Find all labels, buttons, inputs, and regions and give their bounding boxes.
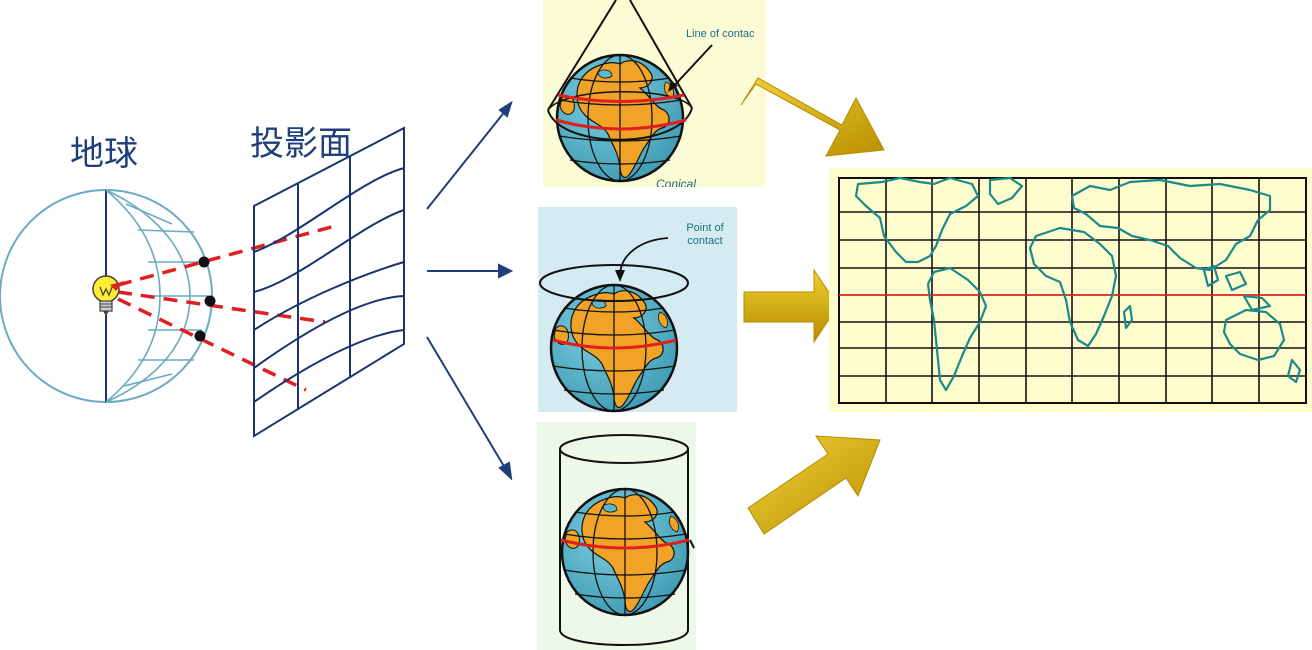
projection-plane xyxy=(253,126,405,438)
contact-line-red xyxy=(557,93,685,103)
line-of-contact-label: Line of contac xyxy=(686,28,755,40)
continent-outlines xyxy=(854,176,1302,392)
gold-arrows xyxy=(740,77,885,535)
gold-arrow-top xyxy=(740,77,885,157)
cylindrical-projection-panel xyxy=(537,422,696,650)
projection-points xyxy=(194,256,216,342)
gold-arrow-bottom xyxy=(747,435,881,535)
point-of-contact-label: Point of contact xyxy=(677,222,733,248)
azimuthal-projection-panel xyxy=(538,207,737,413)
branch-arrows xyxy=(426,100,514,481)
point-of-contact-line1: Point of xyxy=(686,222,724,234)
projection-plane-label: 投影面 xyxy=(250,124,352,164)
world-map xyxy=(829,168,1312,412)
projection-rays xyxy=(117,224,336,392)
pointer-arrow xyxy=(671,44,713,89)
earth-label: 地球 xyxy=(70,134,138,174)
gold-arrow-middle xyxy=(743,268,839,344)
point-of-contact-line2: contact xyxy=(687,235,723,247)
plane-icon xyxy=(539,264,689,302)
earth-sphere xyxy=(0,189,213,403)
map-grid xyxy=(839,178,1306,403)
cone-icon xyxy=(547,0,693,141)
light-bulb-icon xyxy=(92,275,124,316)
conical-projection-panel xyxy=(543,0,766,187)
conical-label: Conical xyxy=(656,177,697,187)
